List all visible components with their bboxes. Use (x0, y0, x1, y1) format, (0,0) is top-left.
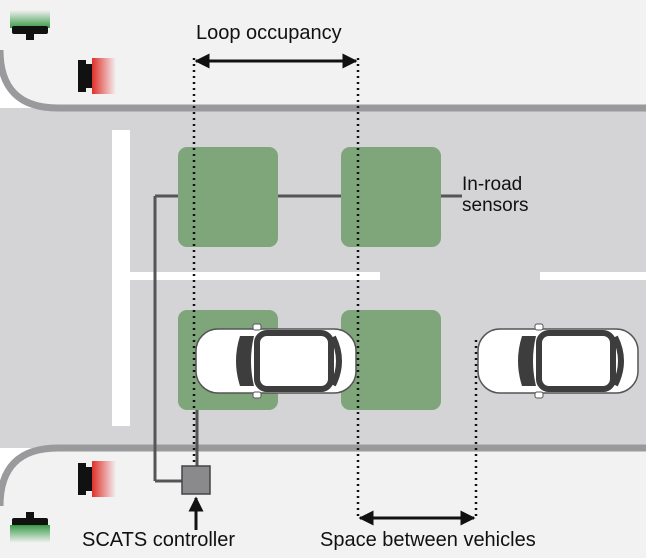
lane-divider-1 (130, 272, 380, 280)
sensor-wiring (153, 194, 462, 483)
traffic-signal-icon (10, 10, 50, 40)
in-road-sensors-line1: In-road (462, 174, 523, 195)
loop-occupancy-label: Loop occupancy (196, 22, 342, 44)
dotted-guides (192, 58, 478, 520)
sensor-loop-1 (178, 147, 278, 247)
bottom-sidewalk (0, 448, 646, 558)
sensor-loop-4 (341, 310, 441, 410)
traffic-signal-icon (78, 461, 116, 497)
traffic-signal-icon (78, 58, 116, 94)
lane-divider-2 (540, 272, 646, 280)
space-between-vehicles-label: Space between vehicles (320, 529, 536, 551)
in-road-sensors-line2: sensors (462, 195, 529, 216)
car-icon (477, 323, 639, 399)
top-curb (0, 49, 646, 112)
stop-line (112, 130, 130, 426)
car-icon (195, 323, 357, 399)
in-road-sensors-label: In-road sensors (462, 174, 582, 216)
bottom-curb (0, 444, 646, 507)
traffic-signal-icon (10, 512, 50, 543)
controller-box-icon (181, 465, 211, 495)
scats-controller-label: SCATS controller (82, 529, 236, 551)
sensor-loop-2 (341, 147, 441, 247)
